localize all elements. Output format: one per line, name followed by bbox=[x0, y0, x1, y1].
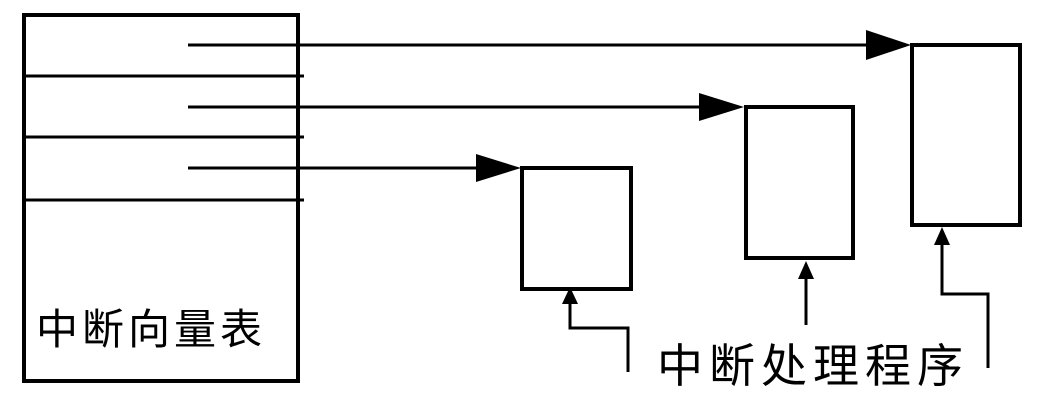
vector-table-box bbox=[22, 13, 300, 383]
interrupt-handler-label: 中断处理程序 bbox=[657, 339, 969, 393]
vector-table-label: 中断向量表 bbox=[36, 305, 267, 354]
handler-box-2 bbox=[744, 105, 855, 260]
handler-box-1 bbox=[520, 166, 633, 291]
handler-leader-1 bbox=[568, 300, 630, 372]
handler-box-3 bbox=[910, 43, 1022, 227]
vector-pointer-1-arrowhead bbox=[866, 30, 911, 60]
vector-pointer-3-arrowhead bbox=[476, 154, 521, 182]
handler-leader-2-arrowhead bbox=[798, 261, 814, 279]
handler-leader-3 bbox=[940, 243, 990, 368]
handler-leader-1-arrowhead bbox=[562, 287, 578, 304]
vector-pointer-2-arrowhead bbox=[699, 93, 744, 121]
handler-leader-3-arrowhead bbox=[934, 227, 950, 245]
